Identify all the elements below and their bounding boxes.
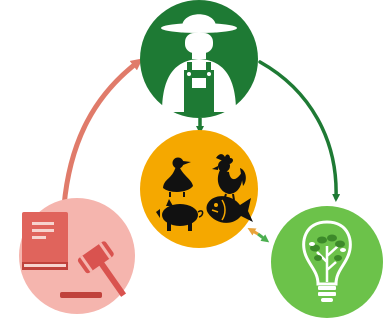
farmer-node: [140, 0, 258, 118]
green-bulb-icon: [302, 220, 352, 302]
livestock-node: [140, 130, 258, 248]
livestock-icon: [156, 154, 253, 231]
duck-icon: [163, 157, 193, 197]
law-node: [19, 198, 135, 314]
rooster-icon: [212, 154, 246, 201]
arrow-law-to-farmer: [61, 58, 143, 209]
arrow-farmer-to-sustainability: [258, 60, 341, 202]
fish-icon: [206, 196, 253, 223]
arrow-livestock-sustainability: [247, 228, 270, 243]
law-gavel-icon: [22, 212, 127, 298]
sustainability-node: [271, 206, 383, 318]
pig-icon: [156, 199, 204, 231]
